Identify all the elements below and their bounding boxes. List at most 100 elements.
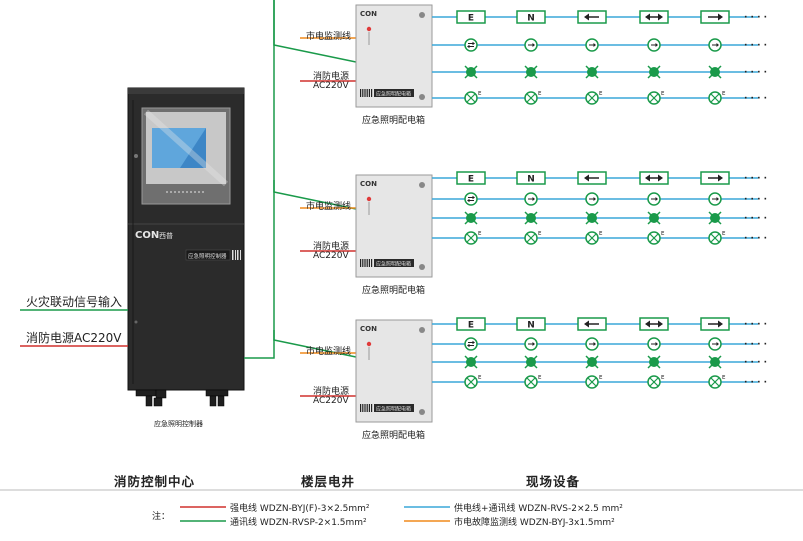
emergency-lamp-e-icon: E — [647, 375, 665, 389]
svg-text:E: E — [478, 91, 482, 97]
box-nameplate-text: 应急照明配电箱 — [376, 406, 411, 413]
legend-note: 注： — [152, 512, 171, 522]
emergency-light-icon — [647, 211, 661, 225]
more-devices-ellipsis: · · · · — [744, 41, 767, 51]
fire-power-label-2: AC220V — [313, 396, 349, 406]
direction-indicator-bidirectional — [464, 192, 478, 206]
exit-sign-right-arrow — [700, 317, 730, 331]
svg-text:E: E — [468, 175, 474, 185]
emergency-light-icon — [464, 65, 478, 79]
box-brand-logo: CON — [360, 10, 377, 18]
section-field: 现场设备 — [526, 474, 581, 489]
more-devices-ellipsis: · · · · — [744, 320, 767, 330]
svg-text:E: E — [599, 91, 603, 97]
exit-sign-n: N — [516, 317, 546, 331]
fire-power-label-2: AC220V — [313, 251, 349, 261]
exit-sign-double-arrow — [639, 10, 669, 24]
emergency-lamp-e-icon: E — [464, 91, 482, 105]
legend-supply-text: 供电线+通讯线 WDZN-RVS-2×2.5 mm² — [454, 504, 623, 514]
emergency-lamp-e-icon: E — [647, 231, 665, 245]
svg-text:E: E — [599, 231, 603, 237]
direction-indicator-right — [708, 38, 722, 52]
emergency-lamp-e-icon: E — [524, 91, 542, 105]
box-nameplate-text: 应急照明配电箱 — [376, 261, 411, 268]
svg-text:E: E — [661, 375, 665, 381]
mains-monitor-label: 市电监测线 — [306, 32, 352, 42]
exit-sign-n: N — [516, 10, 546, 24]
emergency-lamp-e-icon: E — [647, 91, 665, 105]
box-brand-logo: CON — [360, 180, 377, 188]
svg-text:E: E — [468, 14, 474, 24]
exit-sign-right-arrow — [700, 10, 730, 24]
exit-sign-double-arrow — [639, 317, 669, 331]
emergency-light-icon — [464, 211, 478, 225]
cabinet-nameplate — [185, 249, 231, 261]
emergency-light-icon — [464, 355, 478, 369]
emergency-lamp-e-icon: E — [708, 91, 726, 105]
direction-indicator-right — [647, 38, 661, 52]
legend-power-text: 强电线 WDZN-BYJ(F)-3×2.5mm² — [230, 504, 370, 514]
cabinet-casters — [135, 389, 229, 407]
box-nameplate — [374, 259, 414, 267]
emergency-light-icon — [524, 211, 538, 225]
fire-power-label: 消防电源AC220V — [26, 331, 122, 345]
section-shaft: 楼层电井 — [301, 474, 356, 489]
svg-text:E: E — [538, 91, 542, 97]
cabinet-brand-cn: 西普 — [159, 231, 173, 240]
emergency-light-icon — [585, 65, 599, 79]
distribution-box-label: 应急照明配电箱 — [362, 431, 426, 441]
box-nameplate-text: 应急照明配电箱 — [376, 91, 411, 98]
emergency-light-icon — [708, 355, 722, 369]
fire-signal-label: 火灾联动信号输入 — [26, 295, 123, 309]
direction-indicator-right — [647, 192, 661, 206]
emergency-lamp-e-icon: E — [464, 231, 482, 245]
mains-monitor-label: 市电监测线 — [306, 347, 352, 357]
exit-sign-e: E — [456, 10, 486, 24]
more-devices-ellipsis: · · · · — [744, 174, 767, 184]
direction-indicator-right — [524, 337, 538, 351]
fire-power-label-2: AC220V — [313, 81, 349, 91]
svg-text:N: N — [527, 321, 535, 331]
emergency-light-icon — [585, 355, 599, 369]
box-nameplate — [374, 89, 414, 97]
distribution-box-group: CON 应急照明配电箱 · · · · E N · · · · · · · · · · · ·… — [300, 171, 767, 278]
svg-text:E: E — [478, 231, 482, 237]
svg-text:E: E — [468, 321, 474, 331]
svg-text:E: E — [661, 231, 665, 237]
more-devices-ellipsis: · · · · — [744, 214, 767, 224]
emergency-light-icon — [524, 65, 538, 79]
svg-text:E: E — [661, 91, 665, 97]
direction-indicator-right — [708, 337, 722, 351]
emergency-lamp-e-icon: E — [585, 231, 603, 245]
cabinet-nameplate-text: 应急照明控制器 — [188, 252, 227, 260]
exit-sign-e: E — [456, 317, 486, 331]
svg-text:E: E — [538, 231, 542, 237]
more-devices-ellipsis: · · · · — [744, 195, 767, 205]
distribution-box-label: 应急照明配电箱 — [362, 286, 426, 296]
direction-indicator-right — [708, 192, 722, 206]
cabinet-brand-logo: CON — [135, 230, 159, 241]
emergency-lamp-e-icon: E — [585, 91, 603, 105]
direction-indicator-bidirectional — [464, 38, 478, 52]
direction-indicator-right — [585, 38, 599, 52]
fire-power-label-1: 消防电源 — [313, 242, 350, 252]
emergency-lamp-e-icon: E — [524, 375, 542, 389]
more-devices-ellipsis: · · · · — [744, 340, 767, 350]
comm-trunk — [244, 0, 357, 359]
more-devices-ellipsis: · · · · — [744, 234, 767, 244]
direction-indicator-right — [647, 337, 661, 351]
more-devices-ellipsis: · · · · — [744, 68, 767, 78]
emergency-lamp-e-icon: E — [708, 375, 726, 389]
svg-text:E: E — [722, 375, 726, 381]
legend-comm-text: 通讯线 WDZN-RVSP-2×1.5mm² — [230, 518, 367, 528]
svg-text:E: E — [722, 231, 726, 237]
direction-indicator-right — [524, 192, 538, 206]
controller-cabinet: CON 西普 应急照明控制器 — [127, 87, 245, 407]
exit-sign-n: N — [516, 171, 546, 185]
legend-monitor-text: 市电故障监测线 WDZN-BYJ-3x1.5mm² — [454, 518, 615, 528]
direction-indicator-right — [585, 337, 599, 351]
fire-power-label-1: 消防电源 — [313, 387, 350, 397]
